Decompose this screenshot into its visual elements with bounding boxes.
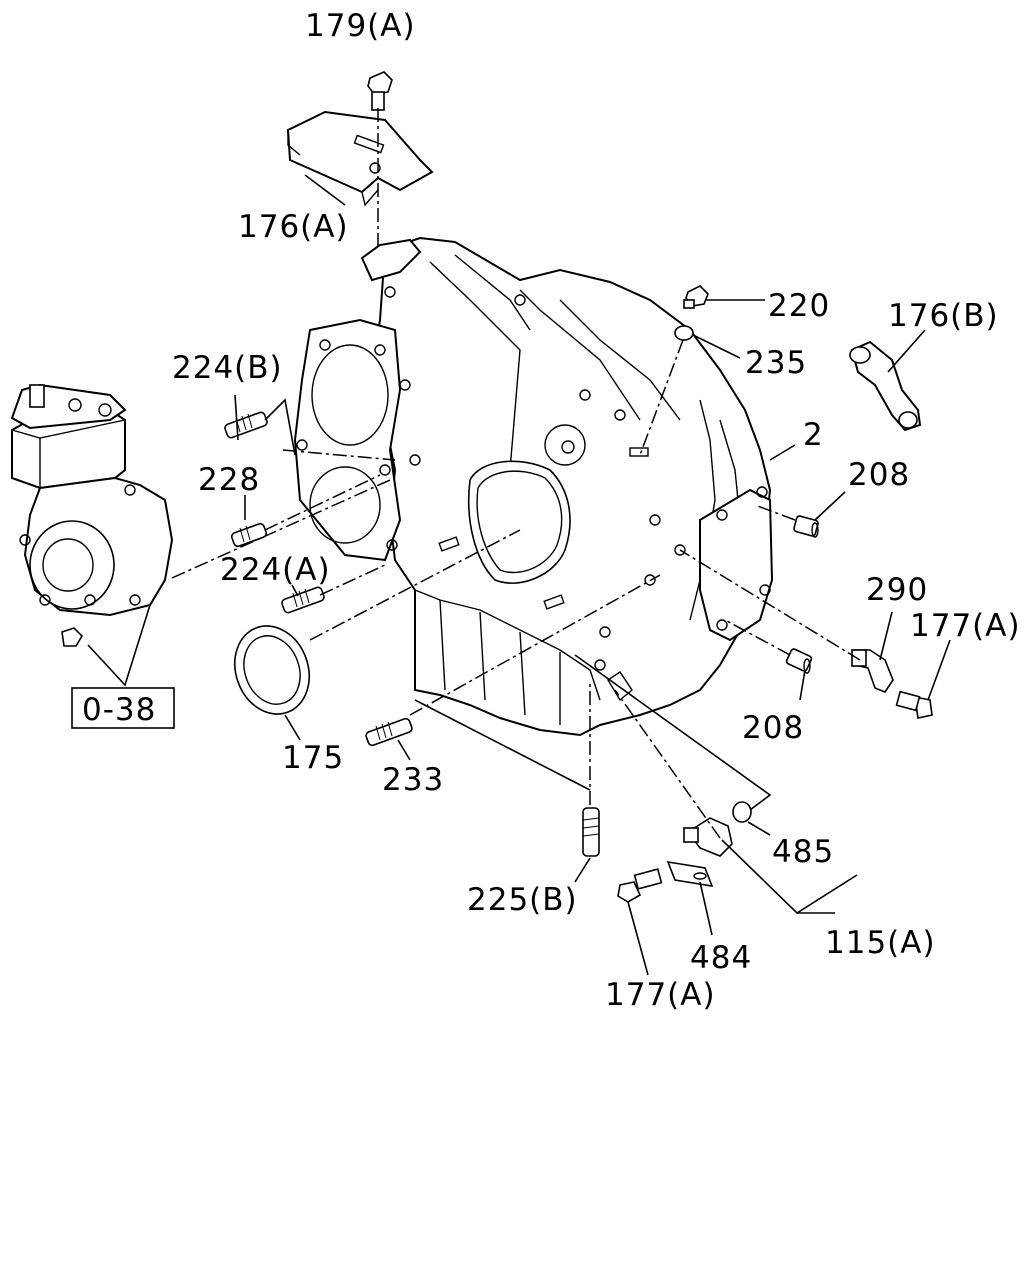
label-115a: 115(A) bbox=[825, 925, 936, 961]
label-179a: 179(A) bbox=[305, 8, 416, 44]
air-compressor bbox=[10, 383, 174, 647]
label-484: 484 bbox=[690, 940, 752, 976]
ref-box-0-38 bbox=[71, 687, 175, 729]
label-224a: 224(A) bbox=[220, 552, 331, 588]
label-2: 2 bbox=[803, 417, 824, 453]
label-0-38: 0-38 bbox=[82, 692, 156, 728]
bolt-177a-right bbox=[895, 690, 933, 719]
bolt-177a-bottom bbox=[617, 868, 663, 903]
stud-233 bbox=[365, 717, 413, 747]
label-485: 485 bbox=[772, 834, 834, 870]
label-228: 228 bbox=[198, 462, 260, 498]
bolt-179a bbox=[367, 71, 393, 111]
label-233: 233 bbox=[382, 762, 444, 798]
stud-224b bbox=[224, 411, 268, 439]
label-177a-bottom: 177(A) bbox=[605, 977, 716, 1013]
oring-235 bbox=[674, 325, 694, 341]
sensor-290 bbox=[851, 649, 894, 693]
label-177a-right: 177(A) bbox=[910, 608, 1021, 644]
label-175: 175 bbox=[282, 740, 344, 776]
plug-208-lower bbox=[785, 648, 813, 674]
seal-175 bbox=[234, 625, 310, 715]
bracket-176b bbox=[849, 340, 922, 432]
plug-208-upper bbox=[793, 515, 819, 538]
sensor-115a bbox=[683, 817, 733, 857]
callout-labels: 179(A) 176(A) 220 235 176(B) 224(B) 2 20… bbox=[82, 8, 1021, 1013]
oring-485 bbox=[732, 801, 752, 823]
label-220: 220 bbox=[768, 288, 830, 324]
label-176a: 176(A) bbox=[238, 209, 349, 245]
label-290: 290 bbox=[866, 572, 928, 608]
label-224b: 224(B) bbox=[172, 350, 283, 386]
flywheel-housing bbox=[293, 236, 774, 737]
bracket-176a bbox=[286, 110, 434, 207]
shim-484 bbox=[666, 860, 714, 888]
label-225b: 225(B) bbox=[467, 882, 578, 918]
label-208-lower: 208 bbox=[742, 710, 804, 746]
label-235: 235 bbox=[745, 345, 807, 381]
leader-lines bbox=[71, 108, 951, 976]
stud-224a bbox=[281, 586, 325, 614]
bolt-220 bbox=[683, 285, 709, 309]
label-208-upper: 208 bbox=[848, 457, 910, 493]
label-176b: 176(B) bbox=[888, 298, 999, 334]
stud-225b bbox=[582, 807, 600, 857]
